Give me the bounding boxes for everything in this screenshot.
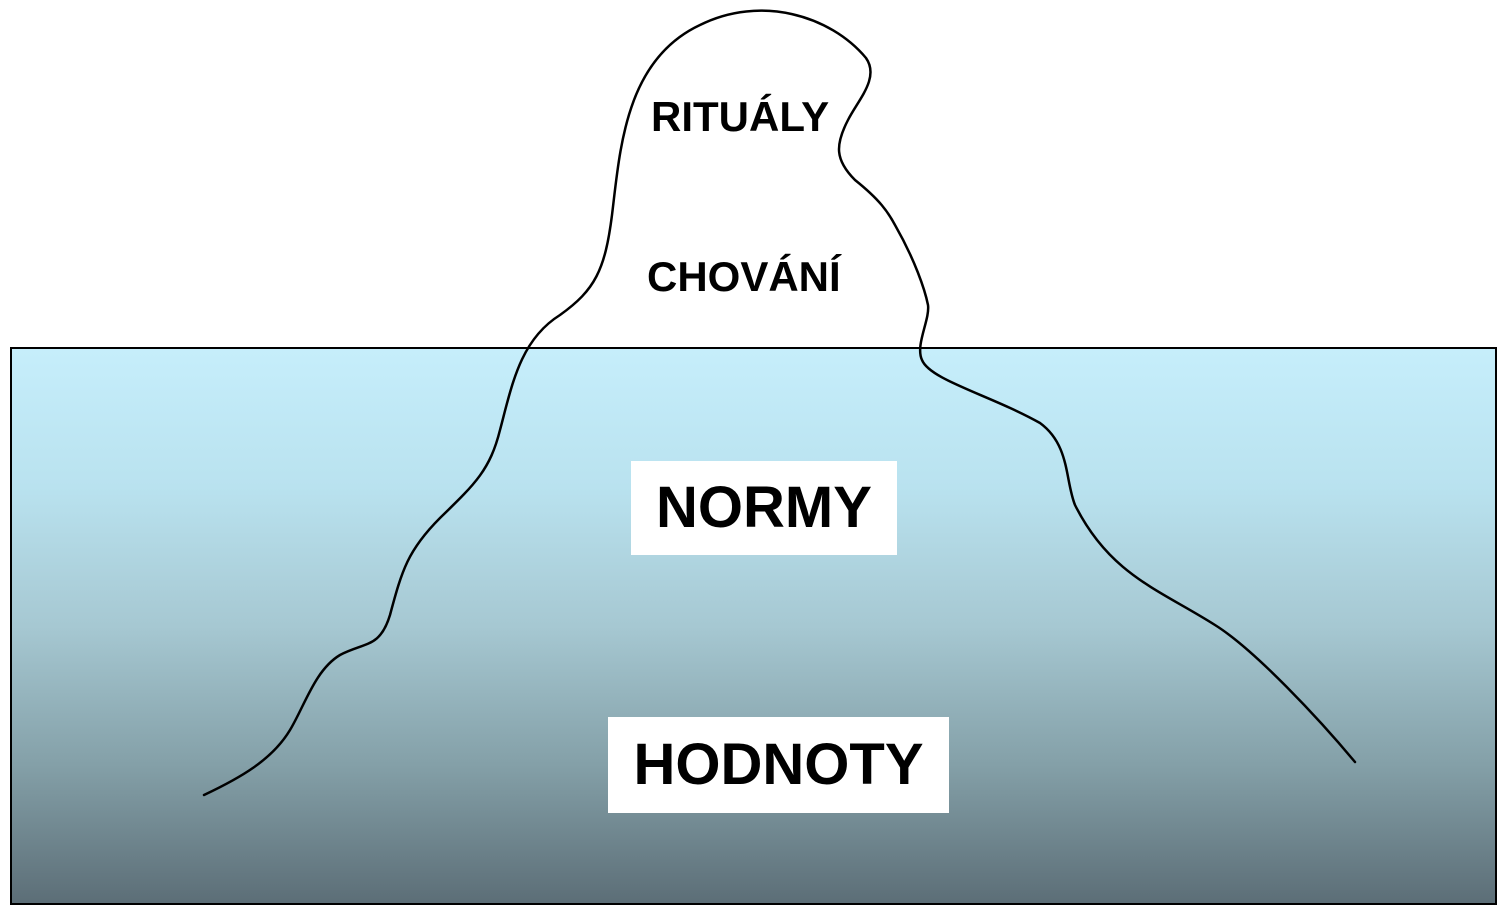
behaviour-label: CHOVÁNÍ bbox=[647, 253, 841, 300]
rituals-label: RITUÁLY bbox=[651, 93, 830, 140]
iceberg-contour bbox=[202, 9, 1357, 797]
norms-label-box: NORMY bbox=[631, 461, 897, 555]
values-label: HODNOTY bbox=[633, 732, 924, 797]
norms-label: NORMY bbox=[656, 475, 872, 540]
values-label-box: HODNOTY bbox=[608, 717, 949, 813]
